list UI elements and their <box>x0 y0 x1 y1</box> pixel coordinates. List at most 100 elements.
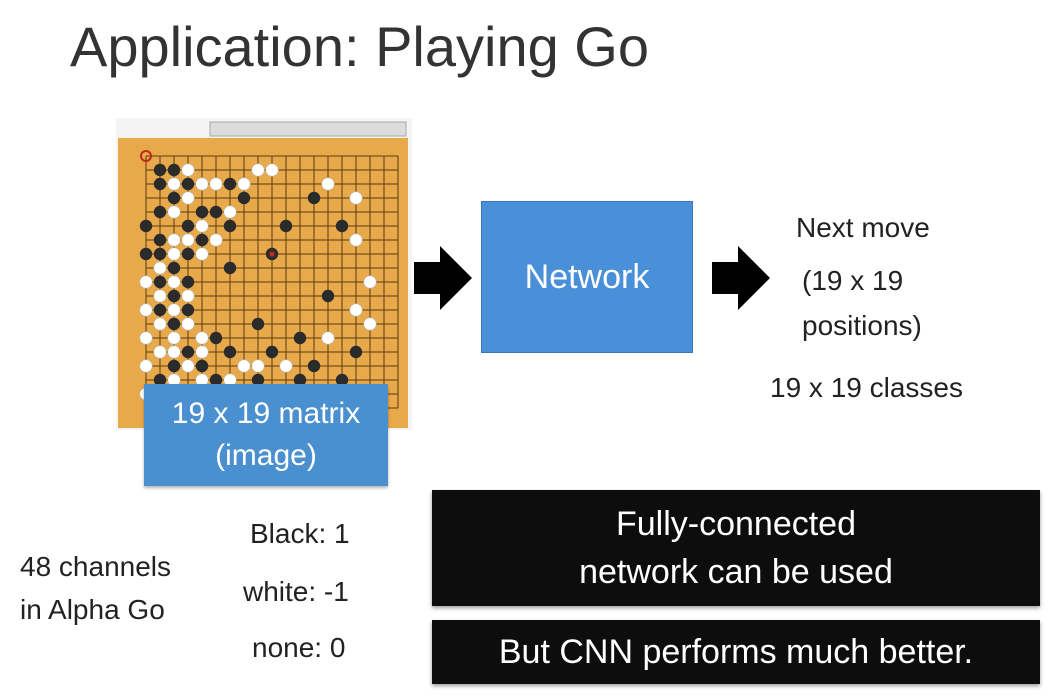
black-stone <box>139 247 153 261</box>
white-stone <box>223 205 237 219</box>
black-stone <box>153 275 167 289</box>
white-stone <box>153 261 167 275</box>
white-stone <box>167 303 181 317</box>
white-stone <box>237 359 251 373</box>
white-stone <box>195 331 209 345</box>
fc-line1: Fully-connected <box>615 505 856 543</box>
board-toolbar <box>209 121 407 137</box>
black-stone <box>139 219 153 233</box>
black-stone <box>153 177 167 191</box>
matrix-label-box: 19 x 19 matrix (image) <box>144 384 388 486</box>
fully-connected-box: Fully-connected network can be used <box>432 490 1040 606</box>
black-stone <box>209 205 223 219</box>
channels-line2: in Alpha Go <box>20 594 165 625</box>
white-stone <box>251 359 265 373</box>
white-stone <box>139 303 153 317</box>
black-stone <box>209 331 223 345</box>
white-stone <box>321 331 335 345</box>
white-stone <box>279 359 293 373</box>
black-stone <box>181 303 195 317</box>
white-stone <box>209 177 223 191</box>
black-stone <box>181 345 195 359</box>
white-stone <box>153 345 167 359</box>
black-stone <box>195 205 209 219</box>
black-stone <box>349 345 363 359</box>
white-stone <box>167 205 181 219</box>
white-stone <box>181 191 195 205</box>
output-classes: 19 x 19 classes <box>770 372 963 403</box>
black-stone <box>167 359 181 373</box>
black-stone <box>195 233 209 247</box>
fc-line2: network can be used <box>579 553 893 591</box>
black-stone <box>251 373 265 387</box>
black-stone <box>153 205 167 219</box>
black-stone <box>223 219 237 233</box>
white-stone <box>167 345 181 359</box>
encoding-white: white: -1 <box>243 576 349 607</box>
black-stone <box>335 373 349 387</box>
marked-point <box>140 150 152 162</box>
black-stone <box>209 373 223 387</box>
black-stone <box>223 345 237 359</box>
black-stone <box>153 373 167 387</box>
output-next-move: Next move <box>796 212 930 243</box>
black-stone <box>153 233 167 247</box>
black-stone <box>181 177 195 191</box>
white-stone <box>195 345 209 359</box>
white-stone <box>153 289 167 303</box>
black-stone <box>167 163 181 177</box>
black-stone <box>279 219 293 233</box>
black-stone <box>181 247 195 261</box>
channels-line1: 48 channels <box>20 551 172 582</box>
black-stone <box>167 191 181 205</box>
black-stone <box>251 317 265 331</box>
white-stone <box>167 275 181 289</box>
black-stone <box>307 191 321 205</box>
encoding-none: none: 0 <box>252 632 346 663</box>
encoding-black: Black: 1 <box>250 518 350 549</box>
white-stone <box>349 303 363 317</box>
black-stone <box>195 359 209 373</box>
white-stone <box>237 177 251 191</box>
output-positions-line1: (19 x 19 <box>802 265 904 296</box>
network-box: Network <box>481 201 693 353</box>
white-stone <box>363 317 377 331</box>
white-stone <box>251 163 265 177</box>
white-stone <box>181 163 195 177</box>
black-stone <box>181 275 195 289</box>
arrow-right-icon <box>712 246 770 310</box>
white-stone <box>195 177 209 191</box>
cnn-label: But CNN performs much better. <box>498 632 974 671</box>
white-stone <box>167 177 181 191</box>
white-stone <box>167 331 181 345</box>
white-stone <box>139 331 153 345</box>
black-stone <box>153 163 167 177</box>
white-stone <box>181 233 195 247</box>
black-stone <box>293 373 307 387</box>
white-stone <box>321 177 335 191</box>
white-stone <box>167 233 181 247</box>
black-stone <box>181 219 195 233</box>
black-stone <box>293 331 307 345</box>
black-stone <box>335 219 349 233</box>
matrix-label-line1: 19 x 19 matrix <box>171 397 361 430</box>
black-stone <box>223 177 237 191</box>
white-stone <box>195 247 209 261</box>
last-move-marker <box>269 251 275 257</box>
black-stone <box>237 191 251 205</box>
white-stone <box>363 275 377 289</box>
white-stone <box>349 233 363 247</box>
network-label: Network <box>524 257 650 296</box>
black-stone <box>153 303 167 317</box>
white-stone <box>167 247 181 261</box>
white-stone <box>181 289 195 303</box>
white-stone <box>139 359 153 373</box>
white-stone <box>139 275 153 289</box>
white-stone <box>195 219 209 233</box>
white-stone <box>153 317 167 331</box>
black-stone <box>307 359 321 373</box>
white-stone <box>181 359 195 373</box>
cnn-box: But CNN performs much better. <box>432 620 1040 684</box>
white-stone <box>209 233 223 247</box>
black-stone <box>167 261 181 275</box>
